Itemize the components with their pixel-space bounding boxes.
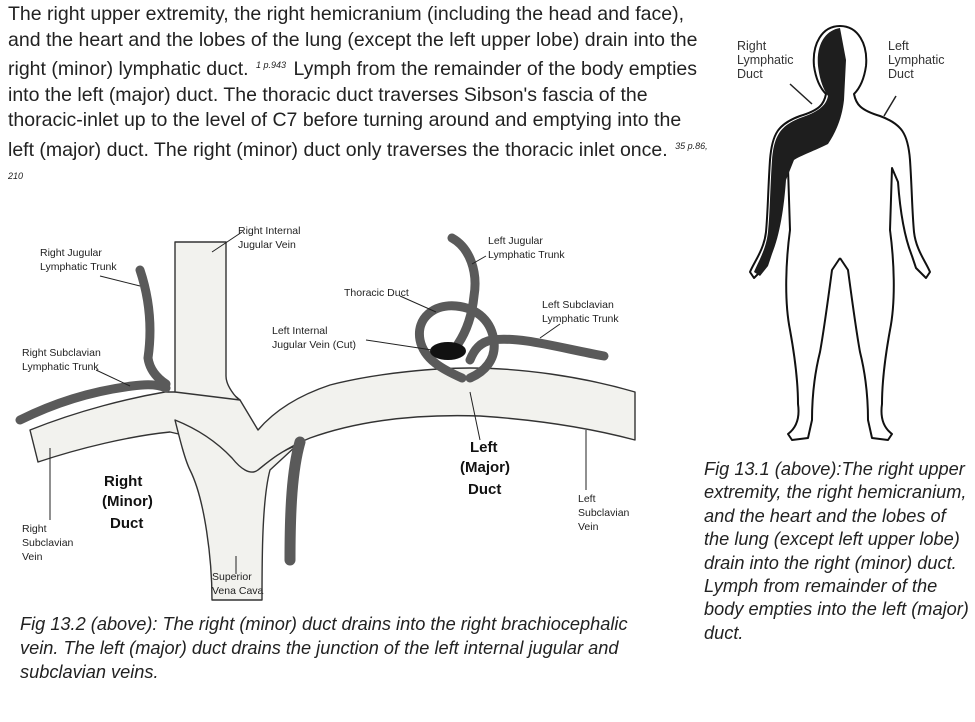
leader-left-internal (365, 339, 433, 351)
left-internal-jugular-cut (430, 342, 466, 360)
leader-right-jugular (99, 275, 141, 287)
label-right-jugular-1: Right Jugular (40, 247, 102, 259)
leader-thoracic-duct (399, 295, 437, 313)
label-right-internal-1: Right Internal (238, 225, 300, 237)
right-duct-leader (789, 83, 813, 105)
intro-paragraph: The right upper extremity, the right hem… (8, 2, 708, 193)
label-thoracic-duct: Thoracic Duct (344, 287, 409, 299)
right-subclavian-lymphatic-trunk (15, 380, 171, 425)
fig1-right-label-3: Duct (737, 67, 763, 81)
superior-vena-cava (174, 419, 297, 601)
label-right-subclavian-vein-3: Vein (22, 551, 43, 563)
label-right-subclavian-trunk-2: Lymphatic Trunk (22, 361, 99, 373)
label-left-internal-1: Left Internal (272, 325, 327, 337)
fig2-caption: Fig 13.2 (above): The right (minor) duct… (20, 614, 628, 682)
fig1-right-label-1: Right (737, 39, 767, 53)
citation-2: 35 p.86, 210 (8, 140, 708, 181)
label-svc-1: Superior (212, 571, 252, 583)
body-outline-left (839, 25, 931, 441)
label-left-subclavian-trunk-2: Lymphatic Trunk (542, 313, 619, 325)
fig1-left-label-1: Left (888, 39, 909, 53)
fig1-left-label-3: Duct (888, 67, 914, 81)
label-left-jugular-2: Lymphatic Trunk (488, 249, 565, 261)
left-duct-descending (284, 436, 306, 566)
leader-left-jugular (471, 255, 487, 265)
fig1-caption: Fig 13.1 (above):The right upper extremi… (704, 459, 969, 643)
label-left-major-1: Left (470, 439, 498, 456)
left-duct-leader (883, 95, 897, 117)
label-left-major-2: (Major) (460, 459, 510, 476)
label-right-minor-3: Duct (110, 515, 143, 532)
label-right-subclavian-vein-1: Right (22, 523, 47, 535)
left-jugular-lymphatic-trunk (447, 233, 480, 349)
label-left-internal-2: Jugular Vein (Cut) (272, 339, 356, 351)
label-left-subclavian-vein-2: Subclavian (578, 507, 630, 519)
label-left-subclavian-vein-1: Left (578, 493, 596, 505)
right-drainage-region (754, 28, 846, 276)
label-right-minor-2: (Minor) (102, 493, 153, 510)
right-internal-jugular-vein (174, 241, 241, 401)
label-left-jugular-1: Left Jugular (488, 235, 543, 247)
label-left-major-3: Duct (468, 481, 501, 498)
fig2-duct-diagram: Right Jugular Lymphatic Trunk Right Inte… (15, 225, 636, 601)
leader-left-subclavian-trunk (539, 323, 561, 339)
intro-text-2: Lymph from the remainder of the body emp… (8, 58, 698, 161)
leader-right-subclavian-trunk (95, 369, 131, 387)
right-jugular-lymphatic-trunk (135, 265, 171, 389)
label-left-subclavian-vein-3: Vein (578, 521, 599, 533)
leader-left-major (469, 391, 481, 441)
leader-right-internal (211, 231, 243, 253)
label-right-jugular-2: Lymphatic Trunk (40, 261, 117, 273)
label-left-subclavian-trunk-1: Left Subclavian (542, 299, 614, 311)
fig1-body-diagram: Right Lymphatic Duct Left Lymphatic Duct (737, 25, 945, 441)
label-svc-2: Vena Cava (212, 585, 264, 597)
fig1-left-label-2: Lymphatic (888, 53, 945, 67)
citation-1: 1 p.943 (256, 60, 287, 71)
label-right-internal-2: Jugular Vein (238, 239, 296, 251)
fig1-right-label-2: Lymphatic (737, 53, 794, 67)
label-right-minor-1: Right (104, 473, 142, 490)
thoracic-duct-arch (414, 301, 499, 383)
left-subclavian-lymphatic-trunk (465, 334, 609, 365)
intro-text: The right upper extremity, the right hem… (8, 3, 698, 81)
label-right-subclavian-vein-2: Subclavian (22, 537, 74, 549)
label-right-subclavian-trunk-1: Right Subclavian (22, 347, 101, 359)
